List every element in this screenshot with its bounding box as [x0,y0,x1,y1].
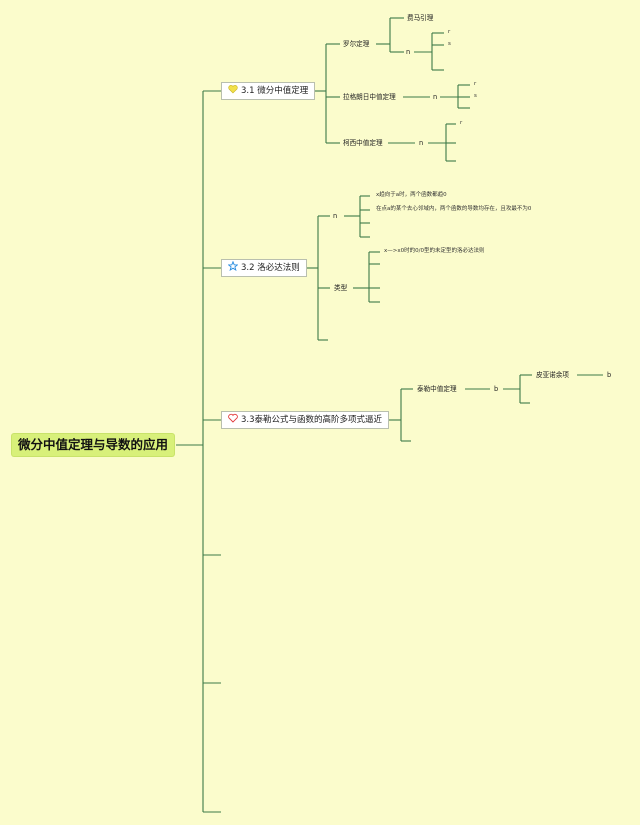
branch-3-2-label: 3.2 洛必达法则 [241,263,300,273]
branch-3-1-label: 3.1 微分中值定理 [241,86,309,96]
node-lagrange[interactable]: 拉格朗日中值定理 [343,93,396,101]
node-cauchy[interactable]: 柯西中值定理 [343,139,383,147]
node-cauchy-n[interactable]: n [419,139,424,147]
node-type[interactable]: 类型 [334,284,348,292]
root-topic[interactable]: 微分中值定理与导数的应用 [12,434,175,456]
node-fermat[interactable]: 费马引理 [407,14,434,22]
node-taylor-b[interactable]: b [494,385,499,393]
branch-3-3-label: 3.3泰勒公式与函数的高阶多项式逼近 [241,415,383,425]
node-taylor-theorem[interactable]: 泰勒中值定理 [417,385,457,393]
node-peano-b[interactable]: b [607,371,612,379]
branch-3-2[interactable]: 3.2 洛必达法则 [221,259,307,277]
node-lagrange-r[interactable]: r [474,81,477,87]
node-lhopital-n[interactable]: n [333,212,338,220]
heart-yellow-icon [228,85,238,94]
node-lagrange-s[interactable]: s [474,93,477,99]
node-rolle-s[interactable]: s [448,41,451,47]
node-rolle[interactable]: 罗尔定理 [343,40,370,48]
star-outline-icon [228,261,238,271]
branch-3-1[interactable]: 3.1 微分中值定理 [221,82,316,100]
node-type-0-0[interactable]: x—>x0时的0/0型的未定型的洛必达法则 [384,248,485,254]
node-rolle-r[interactable]: r [448,29,451,35]
node-condition-2[interactable]: 在点a的某个去心邻域内，两个函数的导数均存在，且攻最不为0 [376,206,532,212]
node-condition-1[interactable]: x趋向于a时，两个函数都趋0 [376,192,447,198]
node-cauchy-r[interactable]: r [460,120,463,126]
branch-3-3[interactable]: 3.3泰勒公式与函数的高阶多项式逼近 [221,411,390,429]
node-lagrange-n[interactable]: n [433,93,438,101]
node-rolle-n[interactable]: n [406,48,411,56]
heart-outline-icon [228,413,238,423]
node-peano[interactable]: 皮亚诺余项 [536,371,569,379]
